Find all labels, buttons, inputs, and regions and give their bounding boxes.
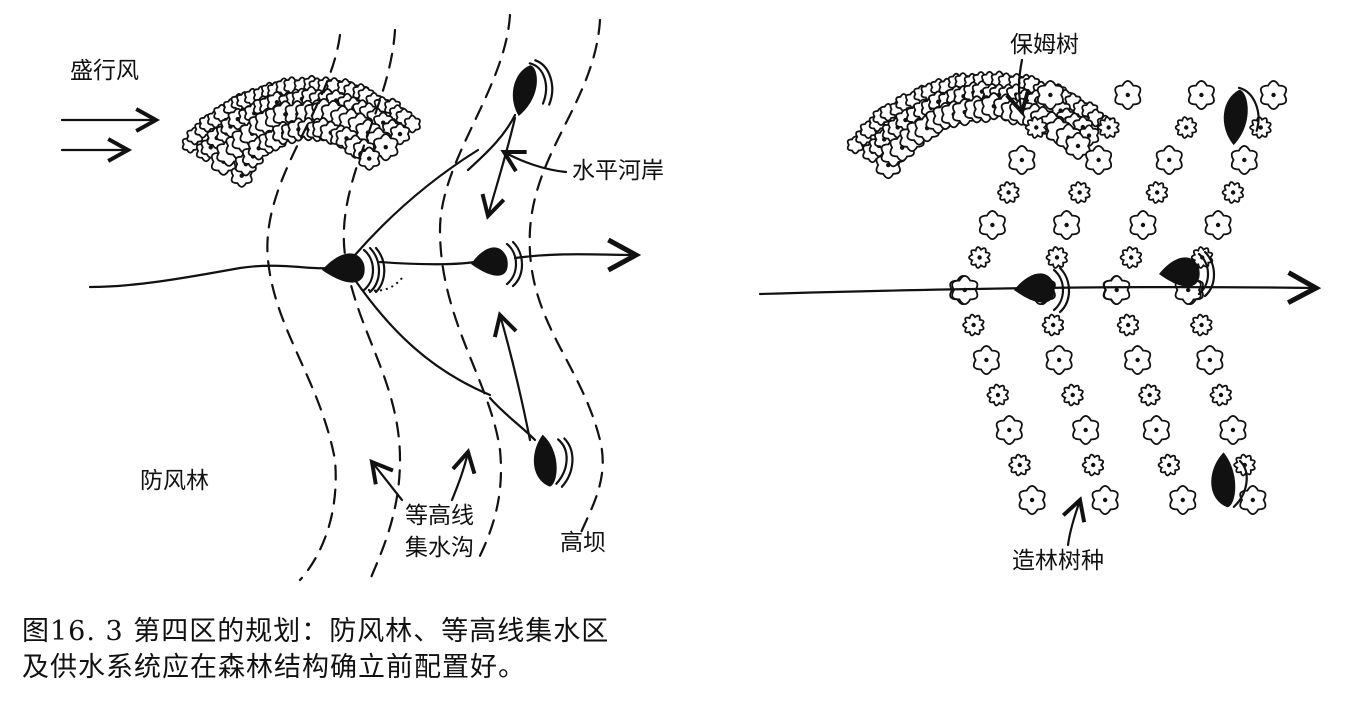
nurse-tree: [1062, 385, 1083, 406]
water-flow-arrow: [515, 254, 636, 258]
nurse-tree: [1250, 117, 1271, 138]
nurse-tree: [1121, 247, 1142, 268]
nurse-tree: [1159, 455, 1180, 476]
swale-pointer: [372, 462, 402, 500]
forestry-species-label: 造林树种: [1012, 548, 1104, 576]
swale-label: 集水沟: [405, 535, 474, 563]
figure-caption-line1: 图16. 3 第四区的规划：防风林、等高线集水区: [22, 616, 609, 648]
high-dam: [1014, 268, 1069, 312]
nurse-tree: [987, 385, 1008, 406]
nurse-tree: [1223, 182, 1244, 203]
forestry-tree: [1220, 416, 1245, 444]
nurse-tree: [1069, 182, 1090, 203]
nurse-tree: [1098, 117, 1119, 138]
forestry-tree: [1170, 486, 1195, 514]
nurse-tree: [998, 182, 1019, 203]
contour-swale-line: [440, 15, 510, 560]
windbreak-belt: [183, 76, 420, 187]
forestry-tree: [1205, 211, 1230, 239]
contour-label: 等高线: [405, 503, 474, 531]
windbreak-belt: [848, 71, 1113, 178]
forestry-tree: [1144, 416, 1169, 444]
forestry-tree: [1157, 146, 1182, 174]
right-panel: [760, 60, 1316, 545]
prevailing-wind-label: 盛行风: [70, 58, 139, 86]
nurse-tree: [969, 247, 990, 268]
water-flow-arrow: [488, 118, 515, 216]
forestry-tree: [980, 211, 1005, 239]
forestry-tree: [1232, 146, 1257, 174]
nurse-tree: [1118, 315, 1139, 336]
nurse-tree: [1046, 247, 1067, 268]
nurse-tree: [1043, 315, 1064, 336]
high-dam: [471, 242, 522, 286]
forestry-tree: [1093, 486, 1118, 514]
high-dam: [322, 248, 384, 292]
forestry-tree: [1115, 81, 1140, 109]
nurse-tree: [1026, 117, 1047, 138]
high-dam-label: 高坝: [560, 530, 606, 558]
forest-rows: [950, 81, 1286, 514]
forestry-tree: [1261, 81, 1286, 109]
water-flow-line: [380, 262, 475, 264]
nurse-tree: [1176, 117, 1197, 138]
windbreak-label: 防风林: [140, 468, 209, 496]
forestry-tree: [1047, 346, 1072, 374]
nurse-tree: [1009, 455, 1030, 476]
forestry-tree: [1009, 146, 1034, 174]
water-flow-line: [90, 266, 330, 287]
forestry-tree: [1104, 276, 1129, 304]
forestry-tree: [1054, 211, 1079, 239]
forestry-tree: [1125, 346, 1150, 374]
forestry-tree: [1189, 81, 1214, 109]
high-dam: [529, 434, 576, 490]
forestry-species-pointer: [1068, 500, 1080, 545]
forestry-tree: [1197, 346, 1222, 374]
forestry-tree: [1086, 146, 1111, 174]
nurse-tree: [963, 315, 984, 336]
swale-pointer: [452, 452, 468, 500]
nurse-tree: [1191, 315, 1212, 336]
nurse-tree: [1139, 385, 1160, 406]
forestry-tree: [1073, 416, 1098, 444]
forestry-tree: [997, 416, 1022, 444]
forestry-tree: [1019, 486, 1044, 514]
level-bank-label: 水平河岸: [572, 158, 664, 186]
nurse-tree: [1147, 182, 1168, 203]
nurse-tree: [1083, 455, 1104, 476]
figure-caption-line2: 及供水系统应在森林结构确立前配置好。: [22, 652, 526, 684]
forestry-tree: [1130, 211, 1155, 239]
high-dam: [507, 58, 556, 116]
forestry-tree: [974, 346, 999, 374]
water-flow-line: [355, 280, 490, 395]
nurse-tree-label: 保姆树: [1010, 32, 1079, 60]
forestry-tree: [1038, 81, 1063, 109]
nurse-tree: [1210, 385, 1231, 406]
level-bank-pointer: [504, 152, 566, 172]
